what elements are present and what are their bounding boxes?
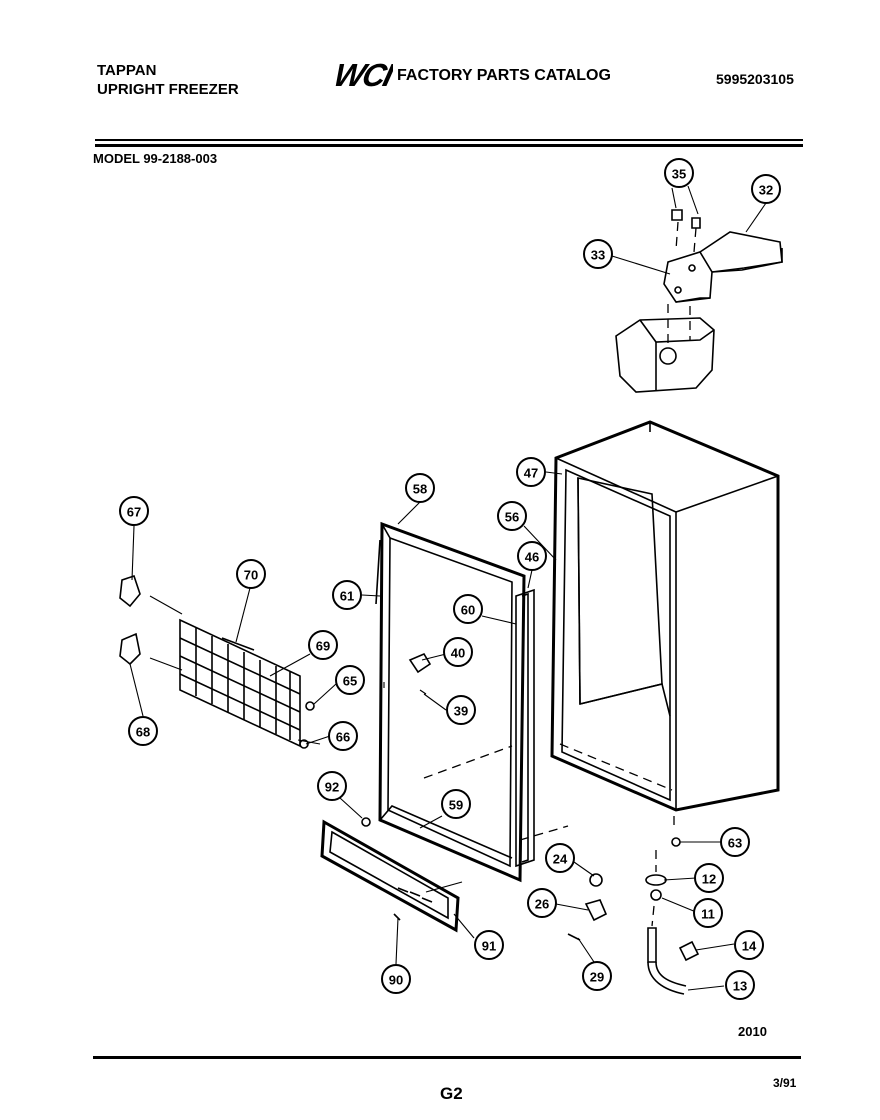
callout-58: 58 [405,473,435,503]
callout-label: 24 [553,852,568,867]
callout-label: 12 [702,872,716,887]
callout-label: 35 [672,167,686,182]
freezer-cabinet [550,420,780,830]
callout-label: 70 [244,568,258,583]
door-gasket [423,588,569,868]
door-frame [375,521,526,883]
callout-label: 40 [451,646,465,661]
callout-32: 32 [751,174,781,204]
callout-label: 69 [316,639,330,654]
callout-40: 40 [443,637,473,667]
callout-label: 58 [413,482,427,497]
callout-label: 66 [336,730,350,745]
callout-61: 61 [332,580,362,610]
callout-90: 90 [381,964,411,994]
callout-67: 67 [119,496,149,526]
callout-60: 60 [453,594,483,624]
callout-29: 29 [582,961,612,991]
callout-91: 91 [474,930,504,960]
callout-layer: 35 32 33 47 58 56 46 67 70 61 60 40 69 65 39 68 66 92 59 63… [119,158,781,1000]
callout-label: 60 [461,603,475,618]
callout-33: 33 [583,239,613,269]
brand-name: TAPPAN [97,62,157,79]
header-rule-top [95,139,803,141]
callout-label: 59 [449,798,463,813]
callout-label: 67 [127,505,141,520]
footer-rule [93,1056,801,1059]
callout-label: 46 [525,550,539,565]
callout-label: 91 [482,939,496,954]
knob-parts [119,574,141,666]
page-code: G2 [440,1084,463,1103]
callout-label: 65 [343,674,357,689]
hardware [297,652,700,995]
logo-text: WCI [330,58,393,90]
callout-label: 90 [389,973,403,988]
callout-12: 12 [694,863,724,893]
callout-70: 70 [236,559,266,589]
callout-63: 63 [720,827,750,857]
callout-label: 33 [591,248,605,263]
callout-label: 92 [325,780,339,795]
callout-label: 56 [505,510,519,525]
callout-66: 66 [328,721,358,751]
callout-label: 61 [340,589,354,604]
catalog-title: FACTORY PARTS CATALOG [397,67,611,84]
callout-label: 63 [728,836,742,851]
callout-13: 13 [725,970,755,1000]
callout-label: 39 [454,704,468,719]
callout-label: 47 [524,466,538,481]
product-type: UPRIGHT FREEZER [97,81,239,98]
kickplate [320,819,460,933]
callout-label: 32 [759,183,773,198]
callout-59: 59 [441,789,471,819]
callout-47: 47 [516,457,546,487]
callout-26: 26 [527,888,557,918]
callout-label: 14 [742,939,757,954]
callout-24: 24 [545,843,575,873]
callout-label: 11 [701,907,715,922]
grille [149,595,301,748]
callout-35: 35 [664,158,694,188]
header-rule-bottom [95,144,803,147]
bracket-assembly [615,209,783,393]
callout-label: 13 [733,979,747,994]
callout-39: 39 [446,695,476,725]
callout-label: 68 [136,725,150,740]
callout-69: 69 [308,630,338,660]
diagram-number: 2010 [738,1024,767,1039]
callout-65: 65 [335,665,365,695]
model-number: MODEL 99-2188-003 [93,151,218,166]
callout-11: 11 [693,898,723,928]
callout-label: 29 [590,970,604,985]
callout-56: 56 [497,501,527,531]
wci-logo: WCI [330,58,393,90]
revision-date: 3/91 [773,1076,797,1090]
callout-46: 46 [517,541,547,571]
callout-label: 26 [535,897,549,912]
callout-68: 68 [128,716,158,746]
leader-lines [129,185,767,991]
callout-92: 92 [317,771,347,801]
catalog-part-number: 5995203105 [716,71,794,87]
callout-14: 14 [734,930,764,960]
